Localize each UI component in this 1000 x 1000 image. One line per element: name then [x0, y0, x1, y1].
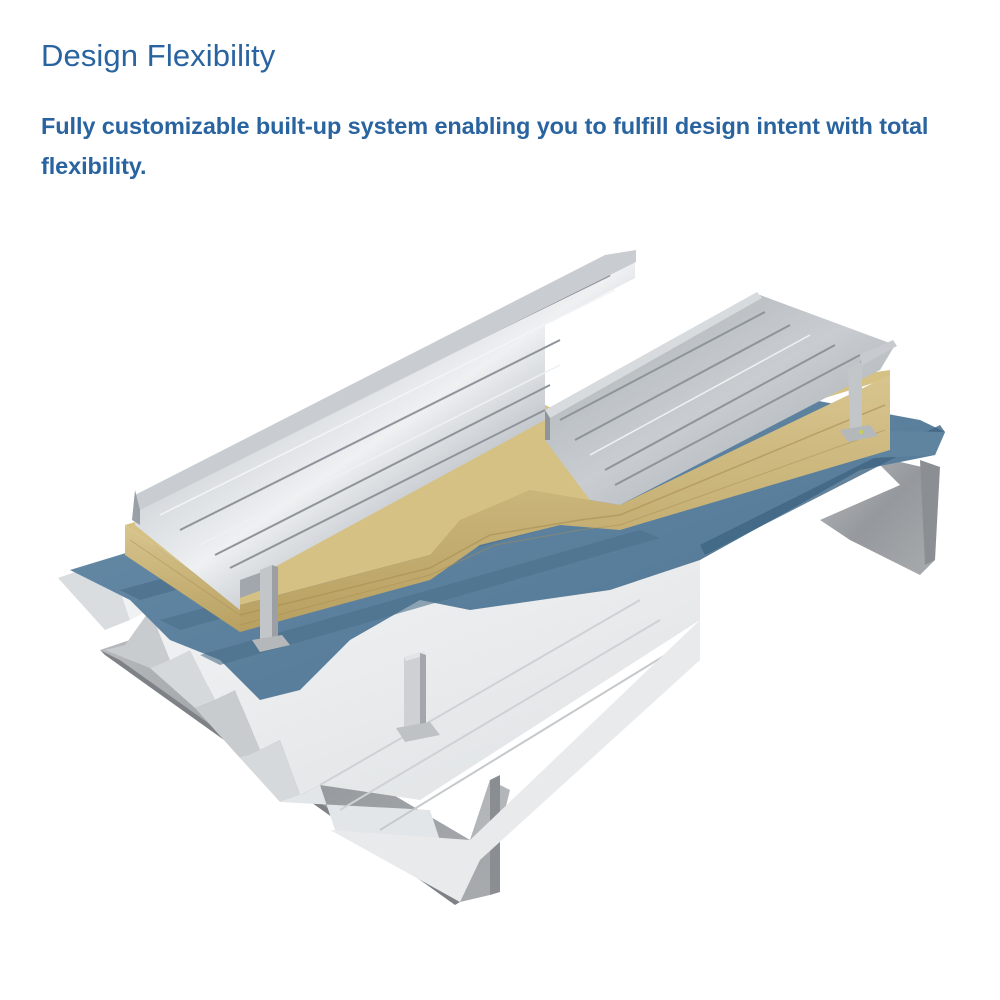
- page-title: Design Flexibility: [41, 38, 276, 73]
- back-purlin: [820, 455, 940, 575]
- metal-panel-left: [132, 250, 636, 610]
- halter-clip-front-left: [252, 565, 290, 652]
- page-description: Fully customizable built-up system enabl…: [41, 113, 929, 179]
- halter-clip-back-right: [840, 362, 878, 442]
- halter-clip-front-center: [396, 651, 440, 742]
